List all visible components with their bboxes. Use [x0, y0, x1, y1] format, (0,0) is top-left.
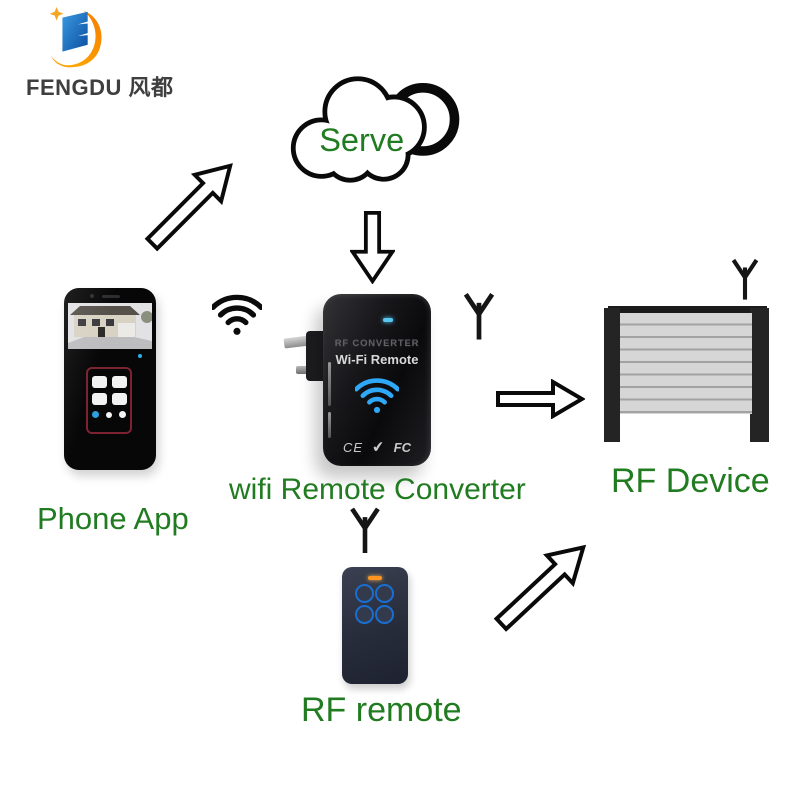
remote-button — [355, 605, 374, 624]
server-cloud: Serve — [281, 62, 473, 201]
app-button — [111, 393, 127, 405]
converter-led — [383, 318, 393, 322]
fcc-mark: FC — [393, 439, 411, 455]
brand-name: FENGDU 风都 — [26, 75, 174, 100]
remote-button — [355, 584, 374, 603]
arrow-converter-to-device — [495, 378, 586, 424]
cloud-label: Serve — [319, 122, 404, 158]
plug-prong — [296, 366, 314, 374]
ce-mark: CE — [343, 439, 364, 455]
status-led — [138, 354, 142, 358]
antenna-icon — [731, 254, 759, 309]
phone-speaker — [102, 295, 120, 298]
arrow-icon — [496, 378, 586, 420]
garage-post-right — [750, 308, 769, 442]
antenna-icon — [463, 292, 495, 345]
converter-side-button — [328, 362, 331, 406]
rf-remote-device — [342, 567, 408, 684]
converter-device: RF CONVERTER Wi-Fi Remote CE ✔ FC — [323, 294, 431, 466]
converter-side-button — [328, 412, 331, 438]
remote-button — [375, 605, 394, 624]
check-icon: ✔ — [371, 438, 386, 457]
app-button — [91, 376, 107, 388]
garage-door — [598, 300, 790, 446]
label-phone-app: Phone App — [37, 501, 189, 536]
wifi-signal-icon — [210, 292, 264, 340]
arrow-icon — [348, 210, 397, 285]
arrow-icon — [144, 163, 233, 252]
converter-title: RF CONVERTER — [334, 338, 420, 349]
phone-device — [64, 288, 156, 470]
garage-panel — [620, 313, 752, 414]
arrow-cloud-to-converter — [348, 210, 397, 289]
app-indicator-dot — [119, 411, 126, 418]
garage-top-rail — [608, 306, 767, 315]
label-converter: wifi Remote Converter — [229, 473, 526, 506]
cloud-icon: Serve — [290, 76, 460, 183]
phone-camera-icon — [90, 294, 94, 298]
remote-button — [375, 584, 394, 603]
label-rf-remote: RF remote — [301, 691, 462, 729]
remote-led — [368, 576, 382, 580]
house-photo — [68, 303, 152, 349]
arrow-phone-to-cloud — [133, 146, 254, 267]
wifi-icon — [353, 376, 401, 418]
garage-post-left — [604, 308, 620, 442]
app-indicator-dot — [106, 411, 112, 418]
app-button — [111, 376, 127, 388]
fengdu-logo-icon — [48, 5, 106, 76]
app-indicator-dot — [92, 411, 99, 418]
app-button — [91, 393, 107, 405]
arrow-icon — [493, 544, 587, 632]
label-rf-device: RF Device — [611, 462, 770, 500]
antenna-icon — [347, 507, 383, 558]
converter-subtitle: Wi-Fi Remote — [335, 352, 419, 367]
arrow-remote-to-device — [481, 527, 606, 649]
app-panel — [86, 367, 132, 434]
certification-marks: CE ✔ FC — [323, 438, 431, 456]
